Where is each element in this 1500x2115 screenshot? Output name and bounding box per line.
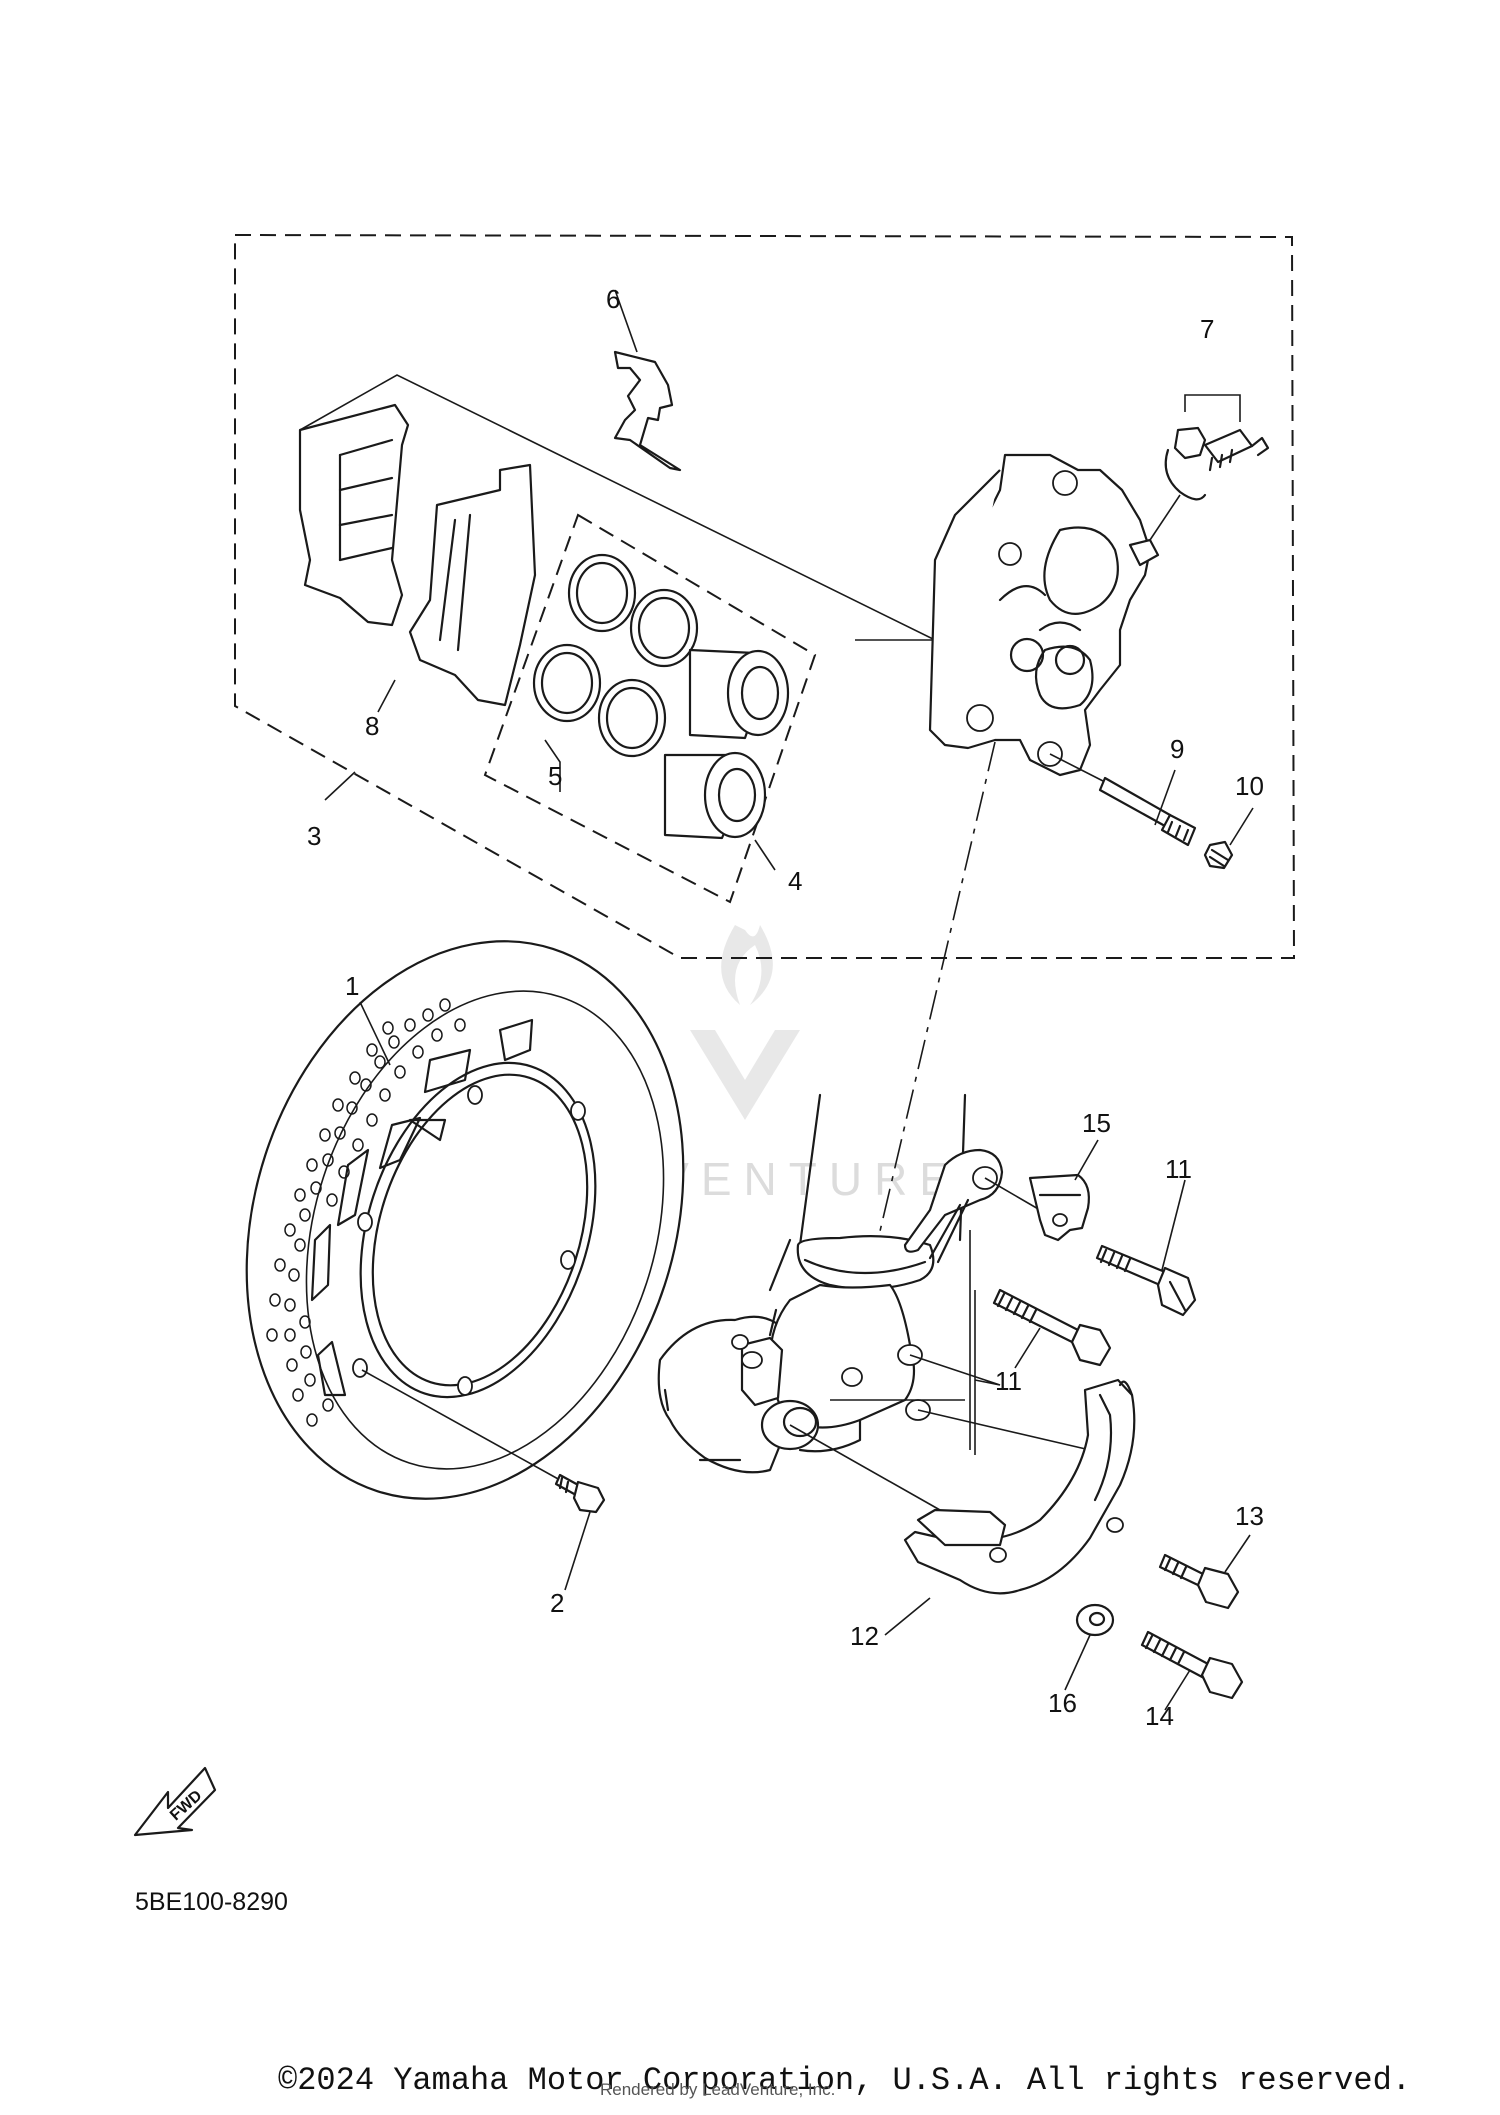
hose-holder: [1028, 1173, 1090, 1242]
bolt-14: [1140, 1630, 1244, 1700]
bolt-11-upper: [1095, 1244, 1197, 1317]
callout-10: 10: [1235, 771, 1264, 801]
bleed-screw: [1149, 426, 1270, 541]
washer: [1075, 1603, 1115, 1637]
callout-1: 1: [345, 971, 359, 1001]
brake-pad-rear: [408, 463, 537, 707]
bolt-11-lower: [992, 1288, 1112, 1367]
callout-6: 6: [606, 284, 620, 314]
caliper-assembly-outline: [234, 233, 1296, 959]
callout-9: 9: [1170, 734, 1184, 764]
callout-4: 4: [788, 866, 802, 896]
callout-15: 15: [1082, 1108, 1111, 1138]
brake-disc-guard: [903, 1378, 1136, 1595]
callout-3: 3: [307, 821, 321, 851]
caliper-pistons: [663, 648, 790, 840]
callout-16: 16: [1048, 1688, 1077, 1718]
disc-bolt: [554, 1473, 606, 1514]
seal-kit-outline: [483, 513, 817, 904]
callout-2: 2: [550, 1588, 564, 1618]
callout-8: 8: [365, 711, 379, 741]
brake-disc: [245, 940, 685, 1500]
bolt-13: [1158, 1553, 1240, 1610]
pin-plug: [1203, 840, 1234, 870]
callout-13: 13: [1235, 1501, 1264, 1531]
piston-seals: [532, 553, 699, 758]
callout-5: 5: [548, 761, 562, 791]
callout-11-upper: 11: [1165, 1154, 1192, 1184]
brake-caliper: [928, 453, 1160, 777]
callout-leaders: [324, 289, 1254, 1711]
callout-11-lower: 11: [995, 1366, 1022, 1396]
front-fork: [657, 1093, 1004, 1474]
callout-14: 14: [1145, 1701, 1174, 1731]
diagram-code: 5BE100-8290: [135, 1888, 288, 1916]
rendered-by-notice: Rendered by LeadVenture, Inc.: [600, 2080, 836, 2099]
brake-pad-front: [298, 403, 410, 627]
fwd-arrow-icon: FWD: [133, 1766, 217, 1837]
callout-7: 7: [1200, 314, 1214, 344]
copyright-notice: ©2024 Yamaha Motor Corporation, U.S.A. A…: [278, 2062, 1411, 2099]
pad-spring: [613, 350, 682, 472]
caliper-bolt: [1049, 753, 1197, 847]
callout-12: 12: [850, 1621, 879, 1651]
